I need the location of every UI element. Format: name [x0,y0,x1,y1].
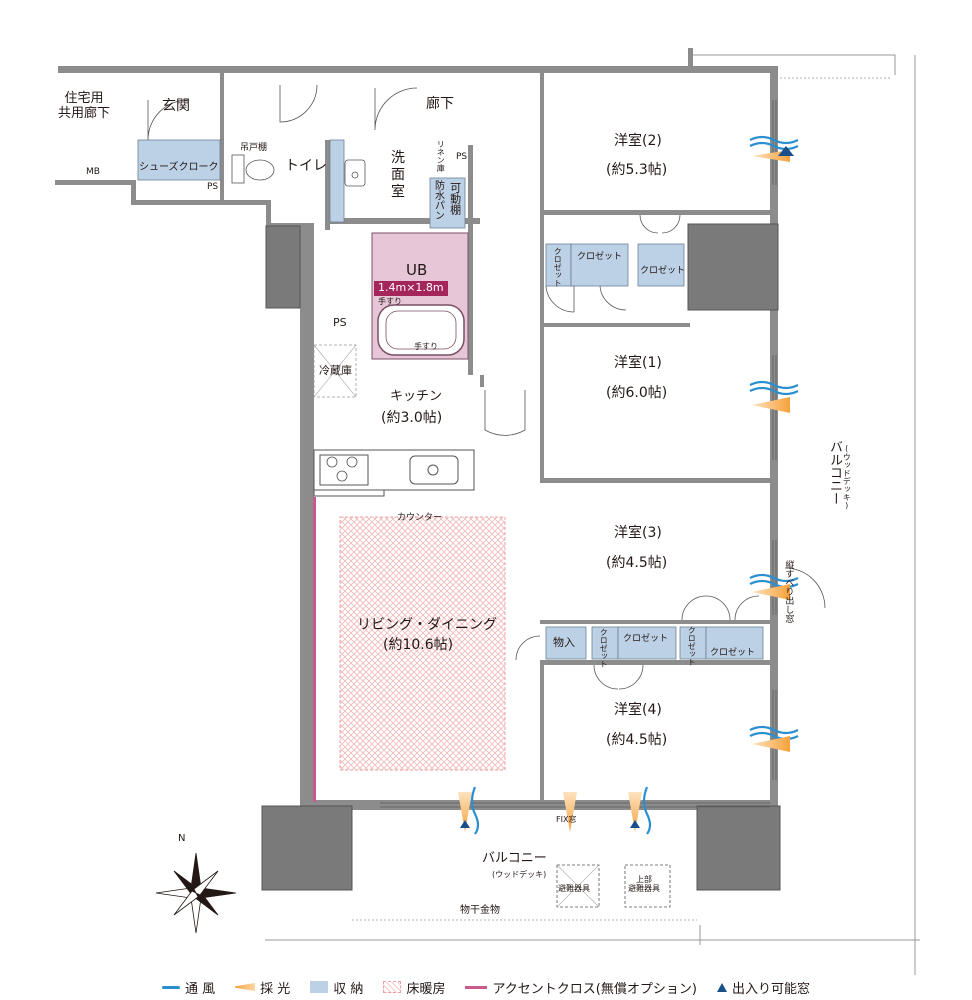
closet-label-3a: クロゼット [599,628,609,668]
evac-label: 避難器具 [558,884,590,893]
room3-size-label: (約4.5帖) [606,555,668,571]
storage-swatch-icon [310,981,329,993]
corridor-common-label: 住宅用 共用廊下 [57,91,110,121]
legend: 通 風 採 光 収 納 床暖房 アクセントクロス(無償オプション) 出入り可能窓 [0,976,972,998]
room4-label: 洋室(4) [614,702,662,718]
entrance-label: 玄関 [162,98,190,114]
balcony-south-label: バルコニー [482,851,547,866]
room3-label: 洋室(3) [614,525,662,541]
shoe-closet-label: シューズクローク [139,162,219,173]
ps-kitchen-label: PS [333,316,347,329]
ps-entrance-label: PS [207,182,219,192]
room4-size-label: (約4.5帖) [606,732,668,748]
hallway-label: 廊下 [426,96,454,112]
waterproof-pan-label: 防水パン [432,180,444,220]
drying-hardware-label: 物干金物 [460,905,500,916]
handrail-label-2: 手すり [414,342,438,351]
storage-areas [137,139,764,660]
legend-wind: 通 風 [162,978,215,997]
toilet-fixture [231,154,366,187]
floor-heating-area [339,516,506,771]
linen-label: リネン庫 [436,140,446,172]
evac-upper-label: 上部 避難器具 [628,875,660,894]
balcony-south-note: (ウッドデッキ) [492,870,547,879]
balcony-east-note: (ウッドデッキ) [842,444,852,510]
closet-label-1b: クロゼット [577,252,623,262]
counter-label: カウンター [397,513,443,523]
evac-box [556,864,600,908]
balcony-lines [352,77,890,921]
legend-access-window-text: 出入り可能窓 [731,981,810,997]
wind-icon [162,985,181,989]
kitchen-label: キッチン [390,389,443,404]
closet-label-2: クロゼット [640,266,686,276]
legend-light-text: 採 光 [260,981,291,997]
room2-size-label: (約5.3帖) [606,162,668,178]
legend-wind-text: 通 風 [185,981,216,997]
compass-icon [155,852,237,934]
mb-label: MB [86,167,100,177]
legend-access-window: 出入り可能窓 [716,978,810,997]
room1-size-label: (約6.0帖) [606,385,668,401]
legend-floor-heating: 床暖房 [383,978,445,997]
toilet-label: トイレ [285,158,327,174]
legend-light: 採 光 [235,978,290,997]
storage-in-label: 物入 [553,636,575,649]
legend-accent: アクセントクロス(無償オプション) [465,978,697,997]
room2-label: 洋室(2) [614,133,662,149]
stove-burners [326,456,358,482]
closet-label-4b: クロゼット [710,648,756,658]
closet-label-1a: クロゼット [553,247,563,287]
fix-window-label: FIX窓 [556,815,577,824]
washroom-label: 洗 面 室 [391,150,405,200]
floor-heating-kitchen [313,344,357,398]
fridge-label: 冷蔵庫 [319,364,352,377]
legend-accent-text: アクセントクロス(無償オプション) [492,981,697,997]
room1-label: 洋室(1) [614,355,662,371]
closet-label-4a: クロゼット [687,626,697,666]
accent-line-icon [465,985,488,989]
doors [147,84,826,690]
legend-floor-heating-text: 床暖房 [406,981,446,997]
kitchen-size-label: (約3.0帖) [381,410,443,426]
ub-size-badge: 1.4m×1.8m [374,281,448,296]
evac-upper-box [624,864,671,908]
ps-wash-label: PS [456,152,468,162]
floor-heating-swatch-icon [383,981,402,993]
living-label: リビング・ダイニング [357,617,497,633]
balcony-east-label: バルコニー [826,440,842,505]
ub-label: UB [406,261,428,279]
hanging-shelf-label: 吊戸棚 [240,143,268,153]
walls [55,48,778,810]
accent-cross-line [313,497,316,802]
kitchen-counter [313,449,475,497]
movable-shelf-label: 可動棚 [448,182,462,215]
closet-label-3b: クロゼット [623,634,669,644]
triangle-icon [716,982,727,992]
columns [261,223,781,891]
handrail-label-1: 手すり [378,297,402,306]
north-label: N [178,833,186,844]
unit-bath [371,232,469,360]
legend-storage: 収 納 [310,978,363,997]
light-icon [235,983,256,991]
living-size-label: (約10.6帖) [383,637,454,653]
site-outline [265,54,920,975]
wind-light-markers [458,135,799,835]
vertical-window-label: 縦すべり出し窓 [783,560,794,623]
legend-storage-text: 収 納 [333,981,364,997]
